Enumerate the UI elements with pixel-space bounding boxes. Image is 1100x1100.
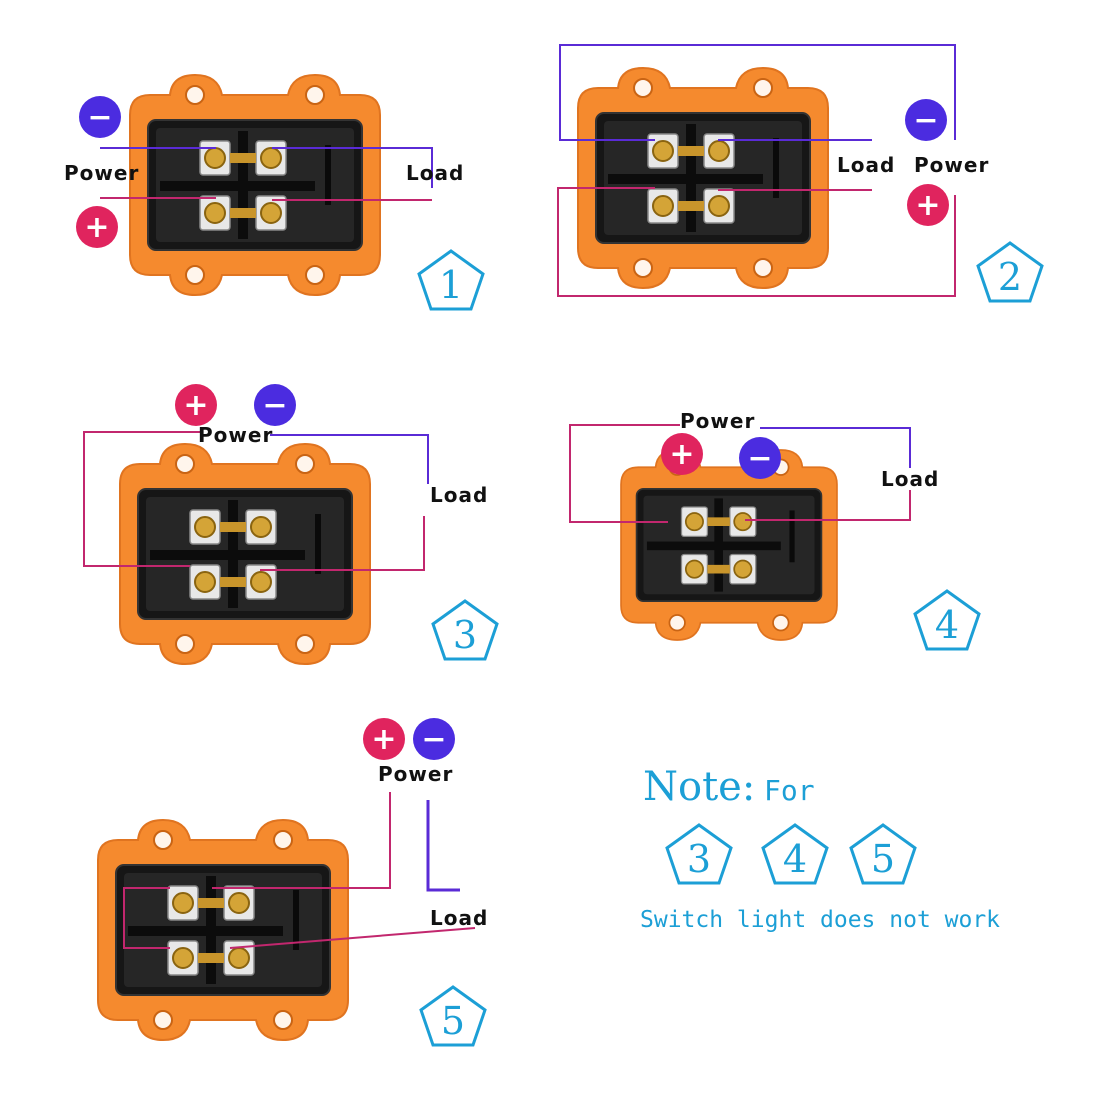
note-number: 5: [871, 837, 895, 881]
diagram-number: 2: [998, 255, 1022, 299]
switch-housing: [97, 819, 349, 1041]
diagram-4: + − Power Load 4: [569, 409, 981, 651]
switch-housing: [129, 74, 381, 296]
negative-terminal-icon: [739, 437, 781, 479]
positive-terminal-icon: [175, 384, 217, 426]
load-wire: [745, 490, 911, 521]
note-for: For: [764, 774, 815, 807]
plus-sign: +: [669, 437, 694, 472]
plus-sign: +: [915, 188, 940, 223]
bridge-wire: [123, 887, 170, 949]
minus-sign: −: [262, 388, 287, 423]
power-label: Power: [680, 409, 755, 433]
diagram-5: + − Power Load 5: [97, 718, 488, 1047]
load-label: Load: [406, 161, 464, 185]
note-text: Switch light does not work: [640, 907, 1000, 933]
positive-wire: [569, 424, 680, 523]
load-wire-negative: [272, 147, 433, 188]
load-label: Load: [430, 906, 488, 930]
switch-housing: [119, 443, 371, 665]
negative-terminal-icon: [413, 718, 455, 760]
load-wire: [260, 516, 425, 571]
diagram-number: 1: [439, 263, 463, 307]
positive-wire: [557, 187, 956, 297]
diagram-3: + − Power Load 3: [83, 384, 499, 665]
positive-terminal-icon: [907, 184, 949, 226]
negative-wire: [426, 800, 460, 892]
note: Note: For 3 4 5 Switch light does not wo…: [640, 764, 1000, 933]
power-label: Power: [64, 161, 139, 185]
negative-wire: [760, 427, 911, 468]
note-title: Note:: [643, 764, 755, 810]
diagram-number: 3: [453, 613, 477, 657]
switch-housing: [620, 449, 838, 641]
positive-wire: [212, 792, 391, 889]
diagram-1: − + Power Load 1: [64, 74, 485, 311]
minus-sign: −: [87, 100, 112, 135]
load-label: Load: [881, 467, 939, 491]
negative-terminal-icon: [905, 99, 947, 141]
minus-sign: −: [747, 441, 772, 476]
diagram-number: 4: [935, 603, 959, 647]
switch-housing: [577, 67, 829, 289]
positive-terminal-icon: [76, 206, 118, 248]
load-wire: [229, 927, 476, 949]
positive-terminal-icon: [363, 718, 405, 760]
positive-terminal-icon: [661, 433, 703, 475]
power-label: Power: [914, 153, 989, 177]
power-label: Power: [378, 762, 453, 786]
negative-wire: [559, 44, 956, 141]
load-label: Load: [430, 483, 488, 507]
minus-sign: −: [913, 103, 938, 138]
plus-sign: +: [183, 388, 208, 423]
positive-wire: [83, 431, 200, 567]
diagram-number: 5: [441, 999, 465, 1043]
power-label: Power: [198, 423, 273, 447]
note-number: 4: [783, 837, 807, 881]
note-number: 3: [687, 837, 711, 881]
plus-sign: +: [371, 722, 396, 757]
diagram-2: − + Load Power 2: [557, 44, 1044, 303]
minus-sign: −: [421, 722, 446, 757]
plus-sign: +: [84, 210, 109, 245]
negative-terminal-icon: [254, 384, 296, 426]
load-label: Load: [837, 153, 895, 177]
negative-wire: [270, 434, 429, 484]
negative-terminal-icon: [79, 96, 121, 138]
